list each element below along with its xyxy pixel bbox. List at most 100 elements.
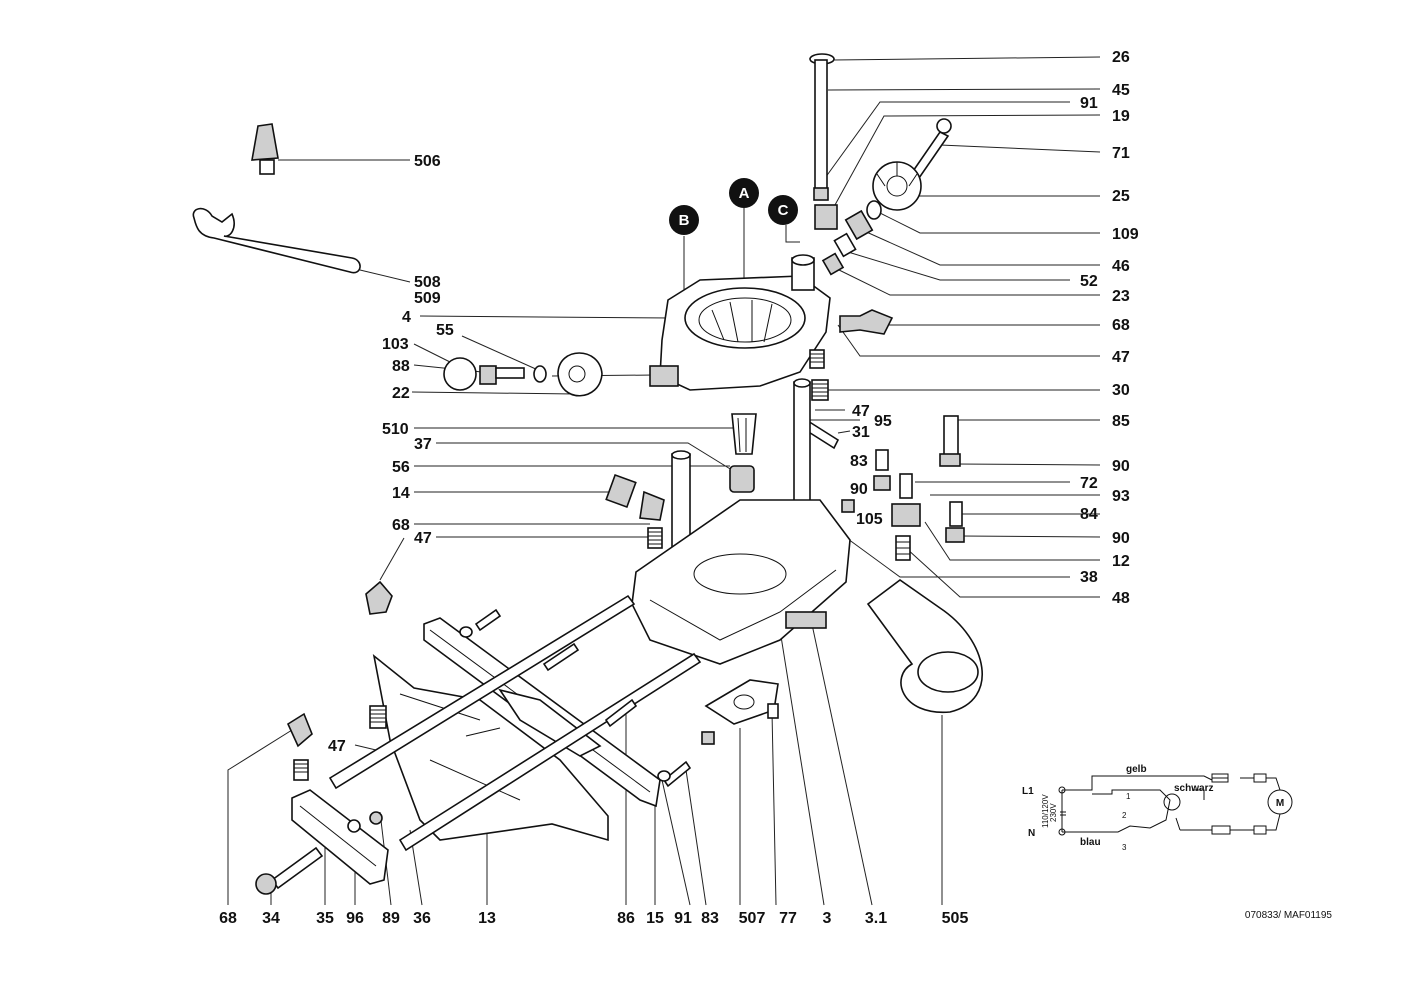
wing-part-68-top [839, 309, 894, 335]
label-508: 508 [414, 274, 441, 291]
spring-part-47-top [809, 349, 825, 369]
label-46: 46 [1112, 258, 1130, 275]
label-85: 85 [1112, 413, 1130, 430]
label-91: 91 [674, 910, 692, 927]
collet-part-510 [731, 413, 757, 455]
label-95: 95 [874, 413, 892, 430]
part-labels: 26 45 91 19 71 25 109 46 52 23 68 47 30 … [219, 49, 1139, 927]
plate-part-507 [701, 679, 779, 745]
svg-text:C: C [778, 202, 789, 219]
parallel-guide-part-13 [372, 654, 609, 842]
label-23: 23 [1112, 288, 1130, 305]
terminal-2: 2 [1122, 811, 1127, 820]
label-22: 22 [392, 385, 410, 402]
label-25: 25 [1112, 188, 1130, 205]
nut-part-23 [821, 252, 845, 276]
spring-part-47-left [647, 527, 663, 549]
motor-symbol [1267, 789, 1293, 815]
clamp-block-part-35 [291, 789, 389, 885]
wing-part-68-left [365, 580, 393, 615]
svg-text:A: A [739, 185, 750, 202]
star-knob-part-25 [872, 161, 922, 211]
label-19: 19 [1112, 108, 1130, 125]
label-56: 56 [392, 459, 410, 476]
badge-a: A [729, 178, 759, 208]
label-38: 38 [1080, 569, 1098, 586]
badge-b: B [669, 205, 699, 235]
label-109: 109 [1112, 226, 1139, 243]
label-509: 509 [414, 290, 441, 307]
label-34: 34 [262, 910, 280, 927]
wire-gelb: gelb [1126, 764, 1147, 775]
terminal-1: 1 [1126, 792, 1131, 801]
voltage-110-120: 110/120V [1041, 794, 1050, 828]
label-68: 68 [219, 910, 237, 927]
depth-rod-part-26 [809, 53, 835, 201]
label-36: 36 [413, 910, 431, 927]
label-93: 93 [1112, 488, 1130, 505]
label-68: 68 [1112, 317, 1130, 334]
wiring-diagram: M L1 N gelb schwarz blau 1 2 3 110/120V … [1022, 764, 1293, 852]
label-68: 68 [392, 517, 410, 534]
svg-text:B: B [679, 212, 690, 229]
wire-blau: blau [1080, 837, 1101, 848]
wire-schwarz: schwarz [1174, 783, 1213, 794]
label-90: 90 [850, 481, 868, 498]
motor-label: M [1276, 798, 1284, 809]
label-83: 83 [701, 910, 719, 927]
knob-part-506 [251, 123, 279, 175]
label-30: 30 [1112, 382, 1130, 399]
label-505: 505 [942, 910, 969, 927]
label-13: 13 [478, 910, 496, 927]
label-507: 507 [739, 910, 766, 927]
clamp-screw-part-14 [605, 473, 665, 521]
label-103: 103 [382, 336, 409, 353]
label-47: 47 [414, 530, 432, 547]
label-90: 90 [1112, 530, 1130, 547]
thumb-screw-part-34 [255, 846, 324, 895]
label-14: 14 [392, 485, 410, 502]
label-89: 89 [382, 910, 400, 927]
voltage-230: 230V [1049, 803, 1058, 822]
wiring-n: N [1028, 828, 1035, 839]
clamp-part-19 [814, 204, 838, 230]
guide-rods-part-36 [328, 594, 702, 852]
spring-part-52 [833, 232, 857, 258]
label-83: 83 [850, 453, 868, 470]
badge-c: C [768, 195, 798, 225]
label-52: 52 [1080, 273, 1098, 290]
label-48: 48 [1112, 590, 1130, 607]
handle-part-505 [866, 579, 983, 713]
nut-part-37 [729, 465, 755, 493]
label-90: 90 [1112, 458, 1130, 475]
label-47: 47 [1112, 349, 1130, 366]
label-72: 72 [1080, 475, 1098, 492]
label-506: 506 [414, 153, 441, 170]
label-96: 96 [346, 910, 364, 927]
label-3-1: 3.1 [865, 910, 887, 927]
washer-part-109 [866, 200, 882, 220]
label-12: 12 [1112, 553, 1130, 570]
right-side-small-parts [841, 415, 965, 561]
drawing-reference: 070833/ MAF01195 [1245, 910, 1333, 921]
label-510: 510 [382, 421, 409, 438]
sleeve-part-46 [844, 209, 874, 241]
small-screws-lower [347, 608, 692, 833]
label-84: 84 [1080, 506, 1098, 523]
knob-assembly-parts-22 [443, 352, 603, 397]
label-4: 4 [402, 309, 411, 326]
label-91: 91 [1080, 95, 1098, 112]
label-35: 35 [316, 910, 334, 927]
label-105: 105 [856, 511, 883, 528]
label-55: 55 [436, 322, 454, 339]
leader-lines [227, 56, 1101, 906]
label-31: 31 [852, 424, 870, 441]
label-3: 3 [823, 910, 832, 927]
label-88: 88 [392, 358, 410, 375]
label-47: 47 [852, 403, 870, 420]
wiring-l1: L1 [1022, 786, 1034, 797]
terminal-3: 3 [1122, 843, 1127, 852]
label-47: 47 [328, 738, 346, 755]
upper-housing-part-4 [649, 254, 831, 391]
